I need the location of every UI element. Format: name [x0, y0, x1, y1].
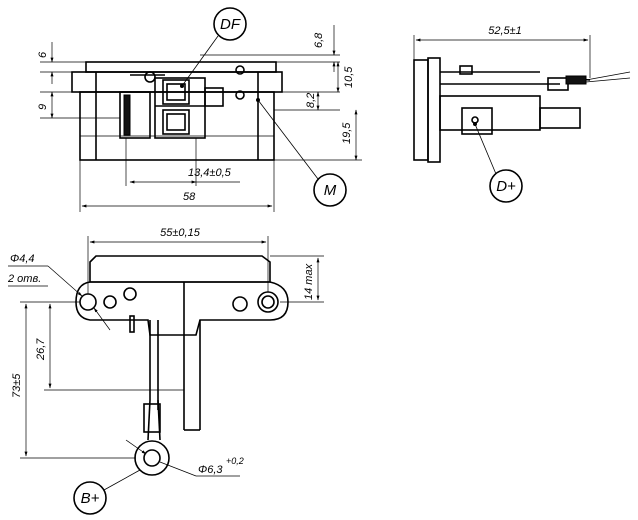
dim-bot-ring-dia: Φ6,3: [198, 464, 223, 476]
dim-bot-ring-tol: +0,2: [226, 456, 244, 466]
label-b-plus: B+: [81, 490, 100, 507]
dim-bot-26-7: 26,7: [35, 338, 47, 361]
dim-top-19-5: 19,5: [341, 122, 353, 144]
dim-top-13-4: 13,4±0,5: [188, 167, 232, 179]
dim-top-58: 58: [183, 191, 196, 203]
dim-bot-55: 55±0,15: [160, 227, 201, 239]
dim-top-8-2: 8,2: [305, 93, 317, 108]
dim-bot-73: 73±5: [11, 373, 23, 398]
side-view: 52,5±1 D+: [413, 25, 631, 203]
dim-top-6: 6: [37, 51, 49, 58]
front-view: DF M 6 9 6,8 10,5 8,2 19,5: [37, 7, 362, 212]
dim-side-52-5: 52,5±1: [488, 25, 522, 37]
dim-top-10-5: 10,5: [343, 66, 355, 88]
label-m: M: [324, 182, 337, 199]
dim-top-9: 9: [37, 104, 49, 110]
dim-bot-hole-count: 2 отв.: [7, 273, 41, 285]
dim-bot-14max: 14 max: [303, 263, 315, 300]
dim-bot-hole-dia: Φ4,4: [10, 253, 35, 265]
plan-view: 55±0,15 14 max Φ4,4 2 отв. 26,7 73±5 Φ6,…: [7, 227, 324, 515]
dim-top-6-8: 6,8: [313, 32, 325, 48]
label-df: DF: [220, 16, 241, 33]
label-d-plus: D+: [496, 178, 516, 195]
